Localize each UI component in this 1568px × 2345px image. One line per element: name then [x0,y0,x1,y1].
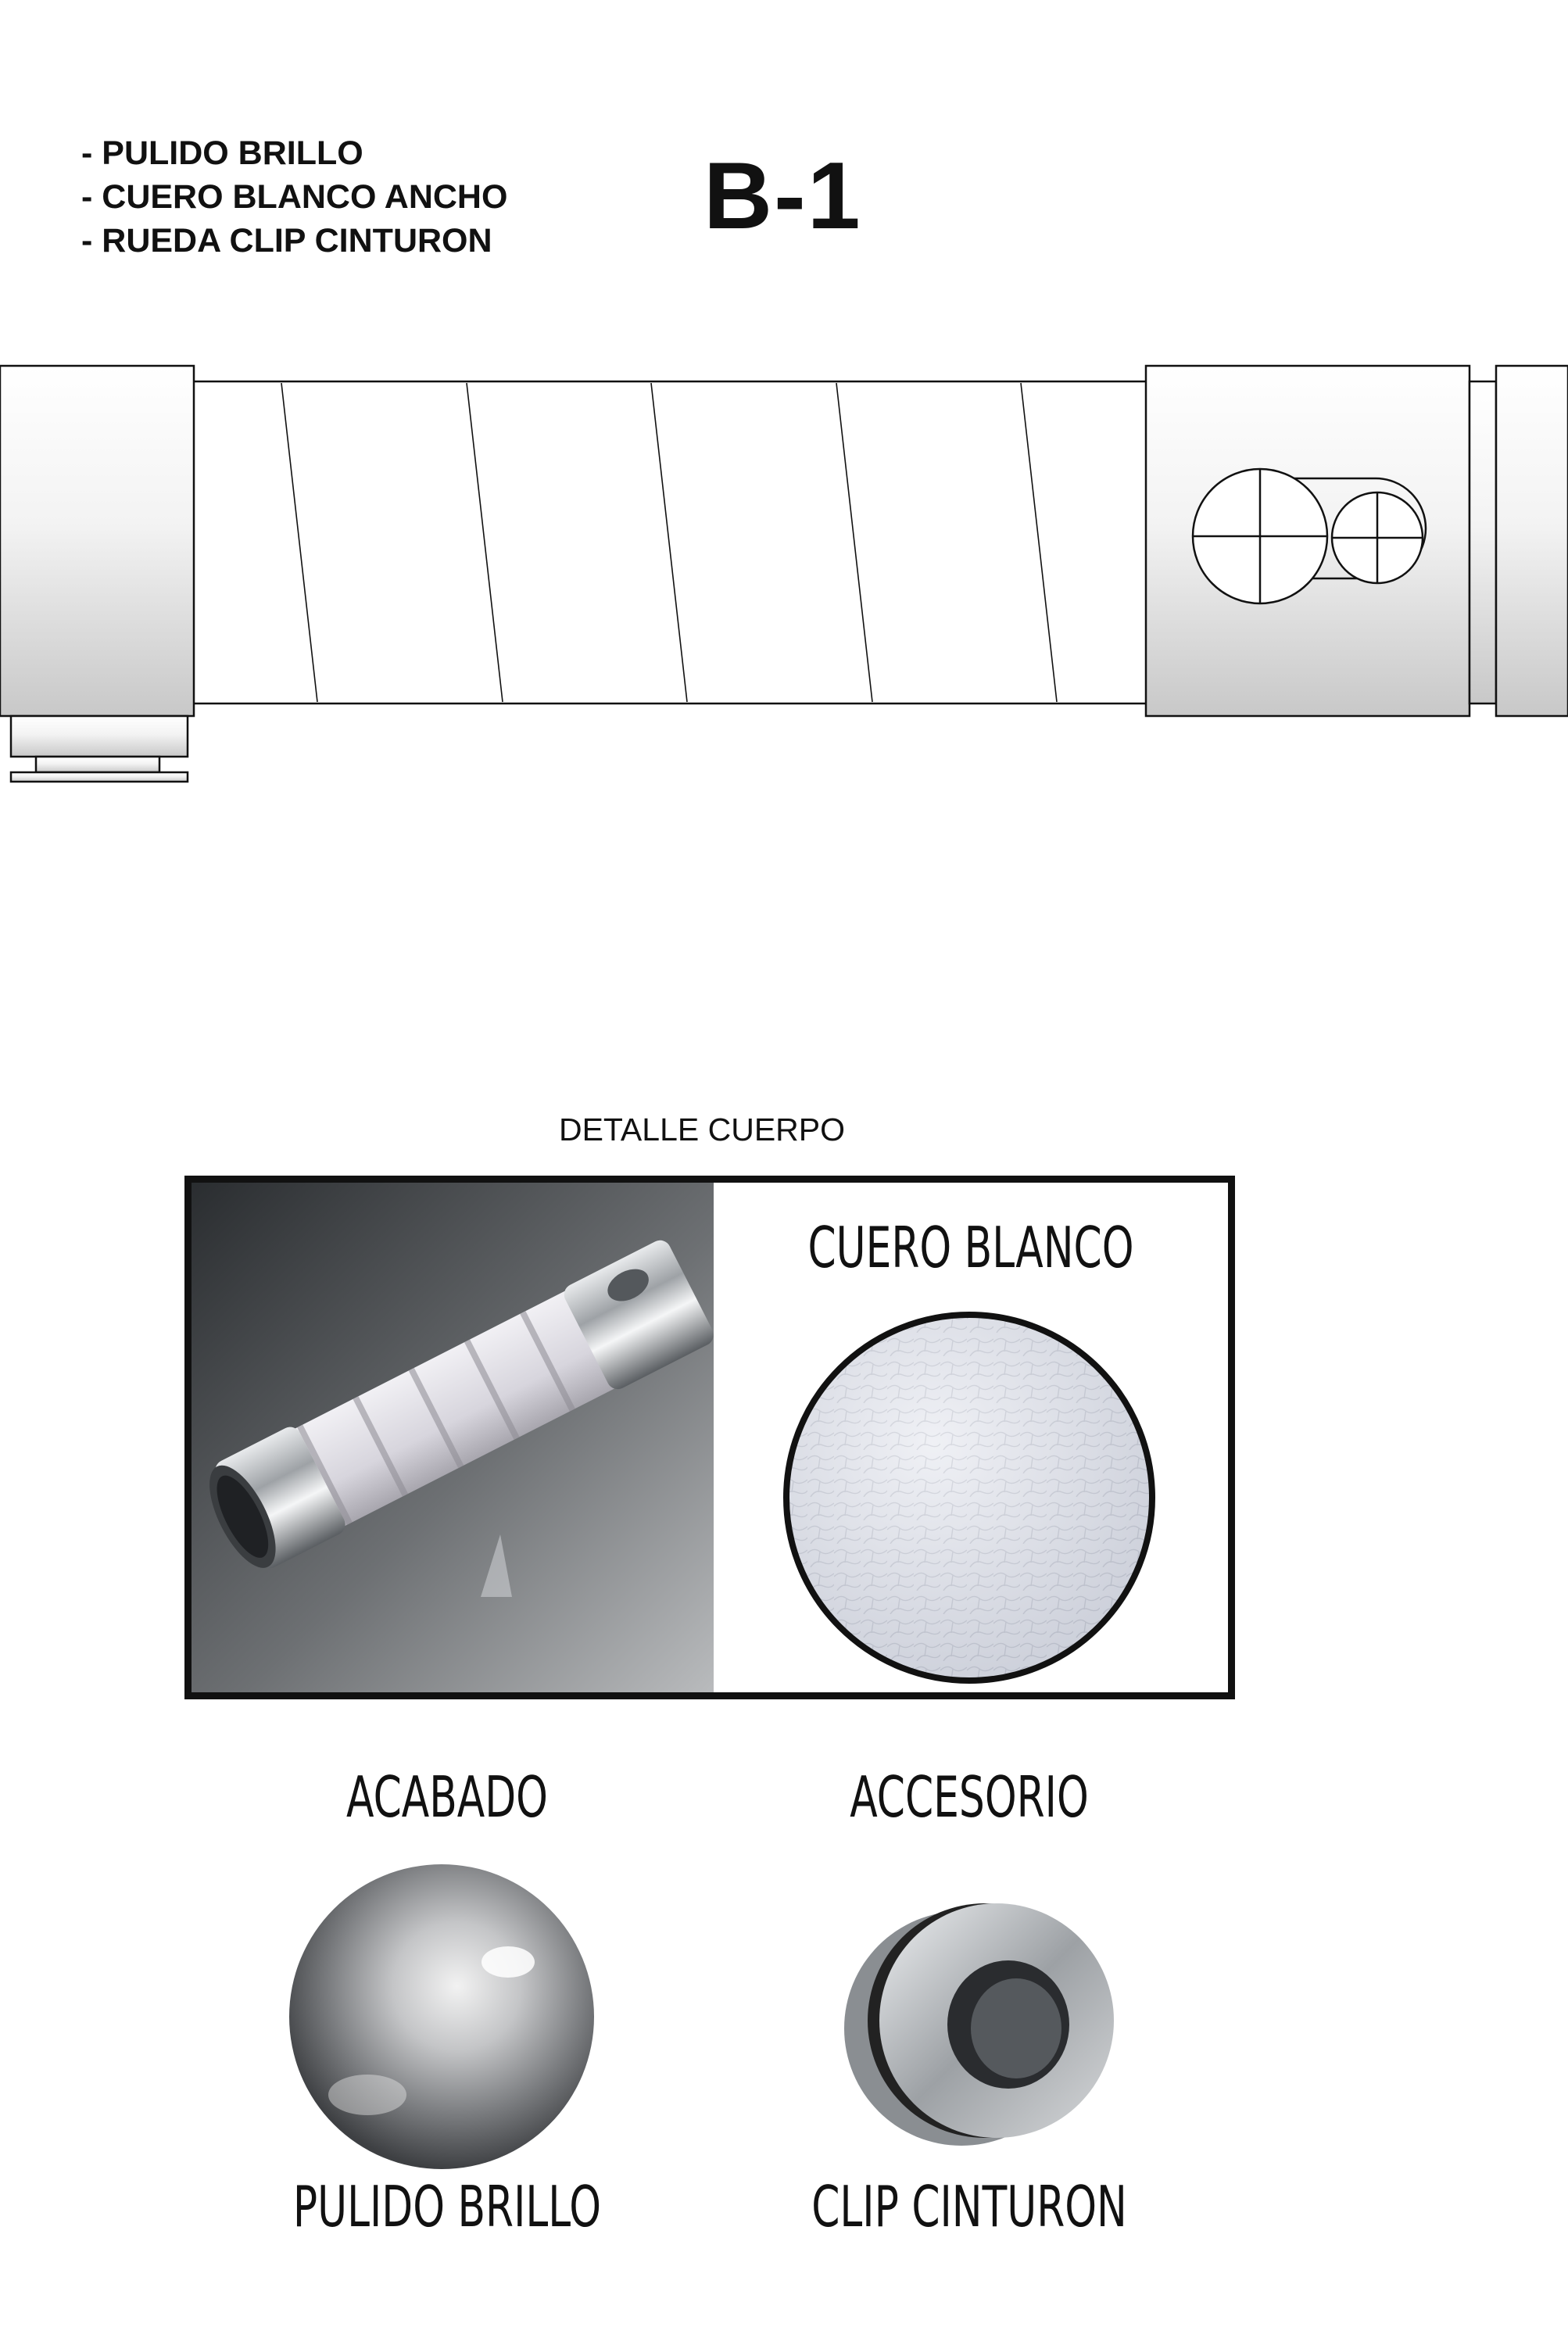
spec-list: - PULIDO BRILLO - CUERO BLANCO ANCHO - R… [81,131,507,263]
neck-ring [1468,380,1498,705]
finish-name: PULIDO BRILLO [292,2174,602,2239]
accessory-heading: ACCESORIO [850,1764,1089,1830]
body-tube [191,380,1149,705]
detail-label: DETALLE CUERPO [558,1112,846,1147]
belt-clip-wheel-image [844,1903,1114,2146]
pommel-clip-base [34,755,161,774]
hilt-drawing [0,364,1568,783]
spec-line: - RUEDA CLIP CINTURON [81,222,492,260]
emitter-ring [1495,364,1568,718]
hilt-photo [192,1183,714,1692]
accessory-name: CLIP CINTURON [811,2174,1127,2239]
detail-frame: CUERO BLANCO [184,1176,1235,1699]
model-code: B-1 [703,142,862,249]
spec-line: - PULIDO BRILLO [81,134,363,172]
pommel-cap [0,364,195,718]
spec-line: - CUERO BLANCO ANCHO [81,178,508,216]
leather-wrap-lines [281,382,1058,703]
pommel-clip-wheel [9,714,189,758]
leather-pane: CUERO BLANCO [714,1183,1228,1692]
leather-swatch [783,1312,1155,1684]
leather-title: CUERO BLANCO [807,1215,1134,1280]
polished-sphere-image [289,1864,594,2169]
pommel-clip-plate [9,771,189,783]
finish-heading: ACABADO [346,1764,548,1830]
